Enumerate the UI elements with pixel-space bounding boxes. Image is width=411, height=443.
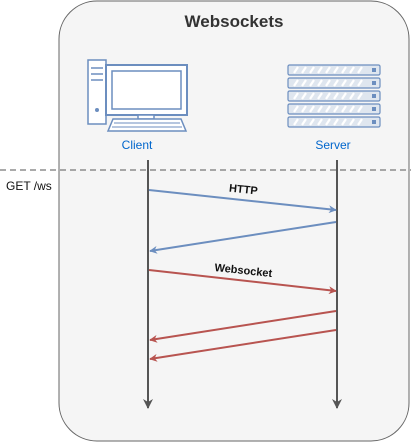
message-websocket-response-1-arrow <box>149 310 337 343</box>
message-websocket-arrow <box>148 269 337 295</box>
message-http-label: HTTP <box>228 183 258 198</box>
message-websocket-response-2-arrow <box>149 329 337 362</box>
server-rack-unit <box>287 64 381 76</box>
message-websocket-response-2 <box>149 329 337 362</box>
client-label: Client <box>122 138 153 152</box>
message-http-arrow <box>148 189 337 214</box>
server-rack-unit <box>287 77 381 89</box>
server-icon <box>287 64 381 128</box>
server-rack-unit <box>287 103 381 115</box>
server-label: Server <box>315 138 350 152</box>
server-rack-unit <box>287 90 381 102</box>
computer-icon <box>87 59 188 132</box>
diagram-title: Websockets <box>185 12 284 31</box>
message-websocket-response-1 <box>149 310 337 343</box>
message-http-response <box>149 221 337 254</box>
server-rack-unit <box>287 116 381 128</box>
message-http-response-arrow <box>149 221 337 254</box>
side-label: GET /ws <box>6 179 52 193</box>
message-http: HTTP <box>148 183 337 214</box>
